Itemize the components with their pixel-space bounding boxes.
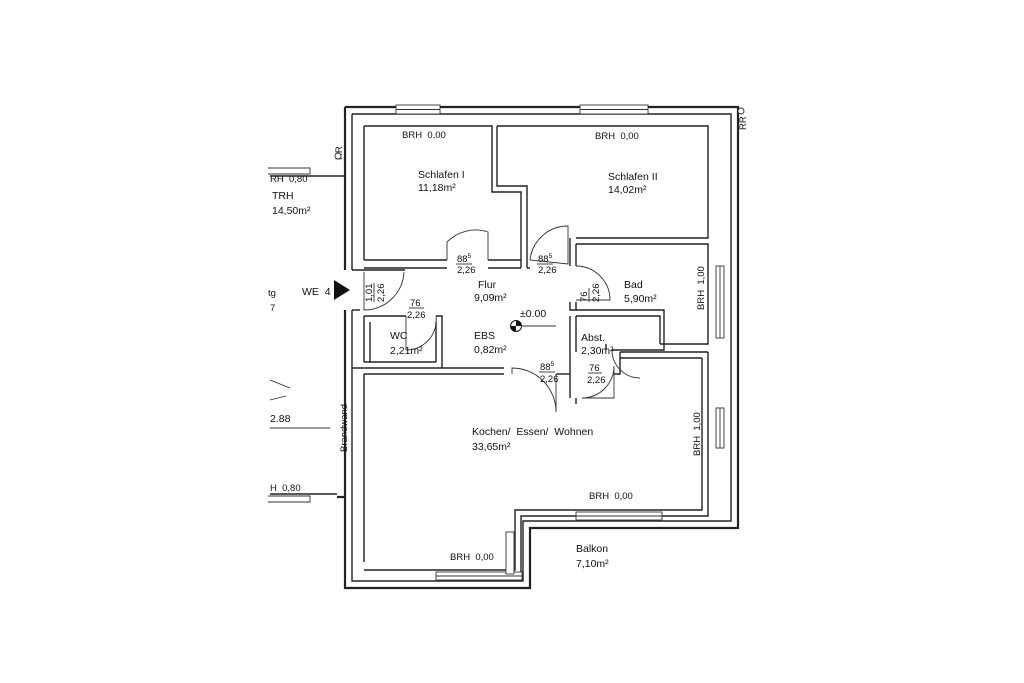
room-kochen-name: Kochen/ Essen/ Wohnen <box>472 426 593 438</box>
door5-height: 2,26 <box>591 284 602 303</box>
door3-height: 2,26 <box>376 284 387 303</box>
neighbor-area: 14,50m² <box>272 205 311 217</box>
neighbor-trh: TRH <box>272 190 294 202</box>
unit-label: WE 4 <box>302 286 331 298</box>
room-ebs-name: EBS <box>474 330 495 342</box>
door4-height: 2,26 <box>407 310 426 321</box>
neighbor-seven: 7 <box>270 303 275 314</box>
outer-walls <box>337 105 740 590</box>
door1-height: 2,26 <box>457 265 476 276</box>
neighbor-fragments <box>268 167 345 503</box>
windows <box>395 104 725 581</box>
brh-kochen-bottom: BRH 0,00 <box>450 552 494 563</box>
room-wc-name: WC <box>390 330 408 342</box>
brh-kochen-side: BRH 1,00 <box>692 412 703 456</box>
room-flur-area: 9,09m² <box>474 292 507 304</box>
interior-walls <box>352 125 709 576</box>
door7-height: 2,26 <box>587 375 606 386</box>
door2-height: 2,26 <box>538 265 557 276</box>
rr-right-label: RR <box>738 116 749 130</box>
level-label: ±0.00 <box>520 308 546 320</box>
brandwand-label: Brandwand <box>339 404 350 452</box>
brh-kochen-top: BRH 0,00 <box>589 491 633 502</box>
entrance-arrow-icon <box>334 280 350 300</box>
room-schlafen2-area: 14,02m² <box>608 184 647 196</box>
room-abst-name: Abst. <box>581 332 605 344</box>
door4-width: 76 <box>410 298 421 309</box>
neighbor-brh-bottom: H 0,80 <box>270 483 301 494</box>
level-marker <box>510 320 556 332</box>
doors <box>363 225 641 413</box>
brh-schlafen1: BRH 0,00 <box>402 130 446 141</box>
brh-schlafen2: BRH 0,00 <box>595 131 639 142</box>
room-abst-area: 2,30m² <box>581 345 614 357</box>
room-bad-area: 5,90m² <box>624 293 657 305</box>
room-schlafen2-name: Schlafen II <box>608 171 658 183</box>
room-schlafen1-area: 11,18m² <box>418 182 456 194</box>
room-bad-name: Bad <box>624 279 643 291</box>
room-schlafen1-name: Schlafen I <box>418 169 465 181</box>
room-balkon-area: 7,10m² <box>576 558 609 570</box>
room-ebs-area: 0,82m² <box>474 344 507 356</box>
door-labels: 885 2,26 885 2,26 1,01 2,26 76 2,26 76 2… <box>364 253 606 386</box>
room-balkon-name: Balkon <box>576 543 608 555</box>
door7-width: 76 <box>589 363 600 374</box>
brh-bad-side: BRH 1,00 <box>696 266 707 310</box>
room-flur-name: Flur <box>478 279 497 291</box>
room-kochen-area: 33,65m² <box>472 441 511 453</box>
door6-height: 2,26 <box>540 374 559 385</box>
door2-width: 885 <box>538 253 553 265</box>
neighbor-dim: 2.88 <box>270 413 291 425</box>
door6-width: 885 <box>540 361 555 373</box>
door3-width: 1,01 <box>364 284 375 303</box>
neighbor-brh-top: RH 0,80 <box>270 174 308 185</box>
neighbor-tg: tg <box>268 288 276 299</box>
door1-width: 885 <box>457 253 472 265</box>
door5-width: 76 <box>579 291 590 302</box>
room-wc-area: 2,21m² <box>390 345 423 357</box>
